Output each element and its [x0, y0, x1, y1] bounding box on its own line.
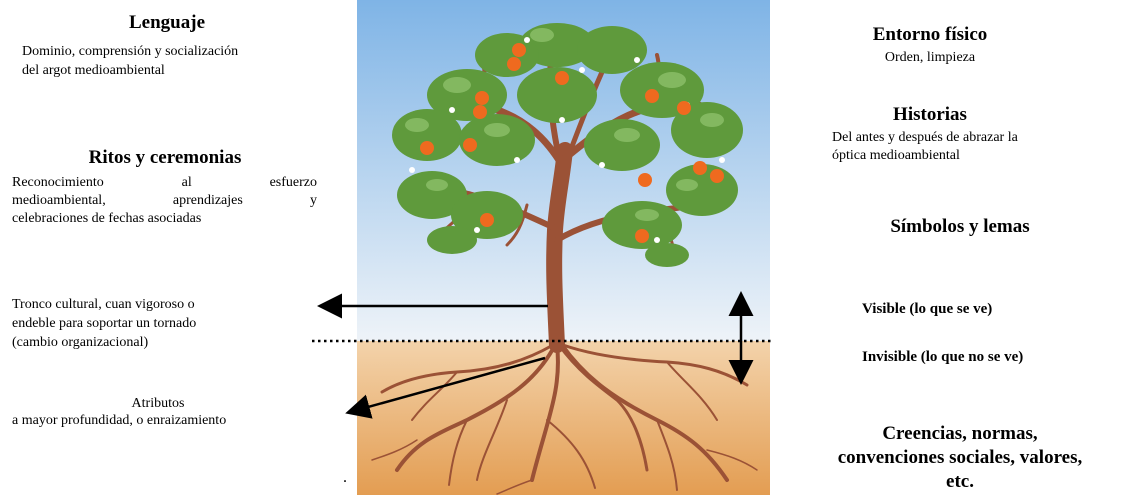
- tronco-line3: (cambio organizacional): [12, 334, 312, 351]
- arrow-left-icon: [350, 358, 545, 412]
- lenguaje-title: Lenguaje: [30, 12, 304, 34]
- creencias-line2: convenciones sociales, valores,: [800, 446, 1120, 470]
- ritos-line3: celebraciones de fechas asociadas: [12, 210, 317, 227]
- ritos-line1: Reconocimiento al esfuerzo: [12, 174, 317, 191]
- historias-line2: óptica medioambiental: [832, 147, 1072, 164]
- historias-line1: Del antes y después de abrazar la: [832, 129, 1072, 146]
- invisible-label: Invisible (lo que no se ve): [862, 349, 1122, 366]
- ritos-title: Ritos y ceremonias: [40, 147, 290, 169]
- creencias-line3: etc.: [800, 470, 1120, 494]
- lenguaje-line2: del argot medioambiental: [22, 62, 322, 79]
- historias-title: Historias: [830, 104, 1030, 126]
- entorno-title: Entorno físico: [830, 24, 1030, 46]
- creencias-line1: Creencias, normas,: [800, 422, 1120, 446]
- lenguaje-line1: Dominio, comprensión y socialización: [22, 43, 322, 60]
- ritos-line2: medioambiental, aprendizajes y: [12, 192, 317, 209]
- visible-label: Visible (lo que se ve): [862, 301, 1102, 318]
- tronco-line1: Tronco cultural, cuan vigoroso o: [12, 296, 312, 313]
- entorno-desc: Orden, limpieza: [830, 49, 1030, 66]
- tronco-line2: endeble para soportar un tornado: [12, 315, 312, 332]
- stray-dot: .: [343, 469, 347, 486]
- simbolos-title: Símbolos y lemas: [835, 216, 1085, 238]
- atributos-line2: a mayor profundidad, o enraizamiento: [12, 412, 312, 429]
- atributos-line1: Atributos: [12, 395, 304, 412]
